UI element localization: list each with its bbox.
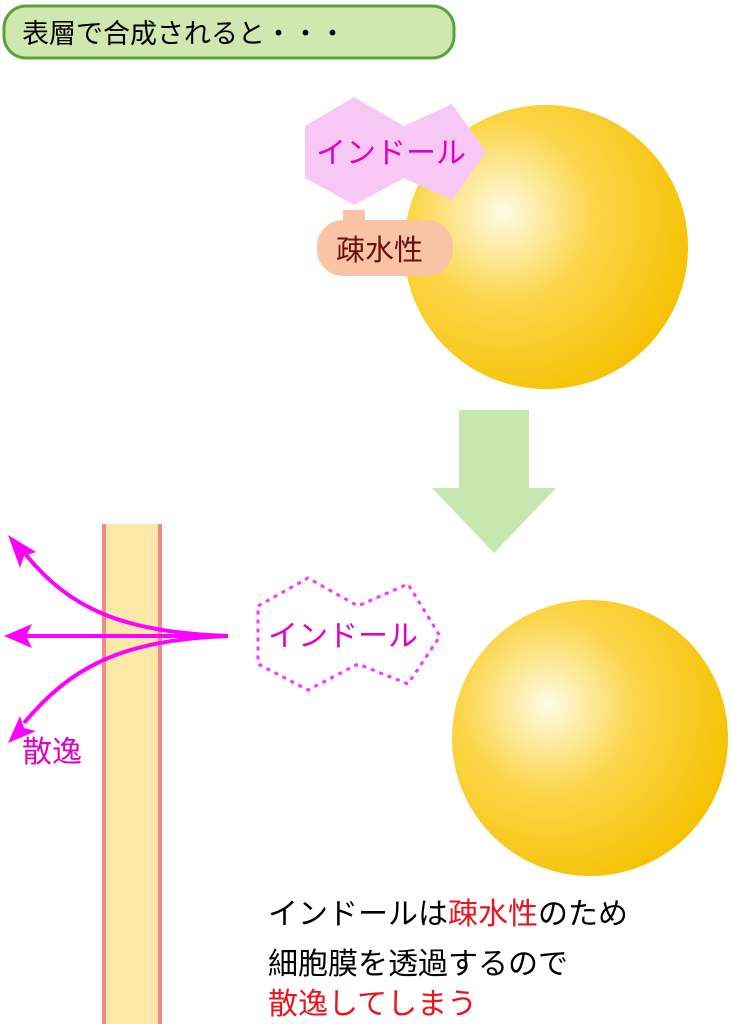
caption-line-3: 散逸してしまう [268, 987, 477, 1022]
caption-line-1-part-1: インドールは [268, 897, 448, 932]
caption-line-2: 細胞膜を透過するので [268, 947, 568, 982]
caption-line-1-highlight: 疎水性 [448, 897, 538, 932]
title-text: 表層で合成されると・・・ [22, 19, 346, 50]
indole-label-bottom: インドール [268, 619, 418, 654]
indole-molecule-outline [256, 576, 442, 692]
hydrophobic-tag: 疎水性 [317, 210, 453, 276]
indole-label-top: インドール [316, 136, 466, 171]
caption: インドールは疎水性のため 細胞膜を透過するので 散逸してしまう [268, 897, 628, 1022]
caption-line-1: インドールは疎水性のため [268, 897, 628, 932]
down-arrow [432, 410, 556, 553]
hydrophobic-label: 疎水性 [336, 233, 423, 267]
cell-sphere-top [404, 105, 688, 389]
cell-membrane [102, 524, 162, 1024]
cell-sphere-bottom [452, 600, 728, 876]
diffusion-label: 散逸 [22, 735, 82, 770]
title-banner: 表層で合成されると・・・ [2, 4, 456, 60]
diffusion-arrows [22, 553, 229, 725]
indole-molecule-top [305, 97, 486, 205]
caption-line-1-part-2: のため [538, 897, 628, 932]
diffusion-arrowheads [4, 535, 36, 743]
